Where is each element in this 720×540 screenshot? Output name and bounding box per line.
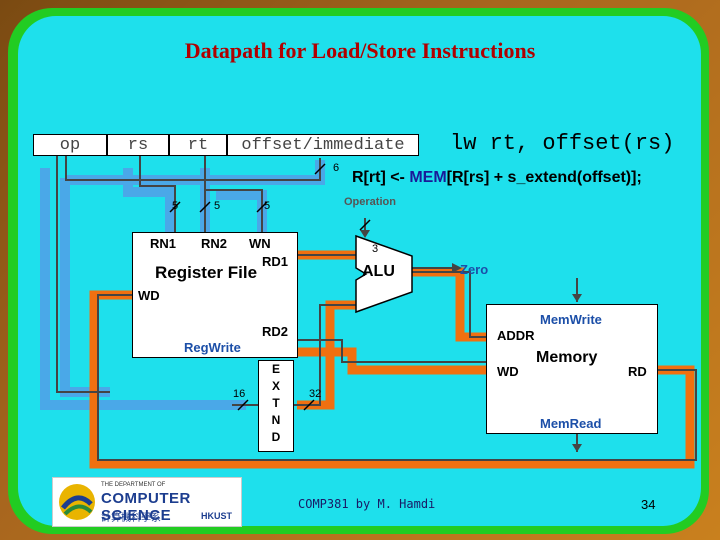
regfile-wn: WN [249,236,271,251]
logo-line2: COMPUTER SCIENCE [101,490,191,524]
width-aluop: 3 [372,243,379,255]
width-op: 6 [333,162,340,174]
regfile-rd2: RD2 [262,324,289,339]
equation-prefix: R[rt] <- [352,169,410,186]
regfile-name: Register File [155,263,258,282]
ext-letter-n: N [271,413,281,427]
width-wn: 5 [264,200,271,212]
ext-letter-t: T [272,396,280,410]
page-number: 34 [641,497,656,512]
ext-letter-d: D [271,430,281,444]
width-ext-out: 32 [309,388,322,400]
memory-memread: MemRead [540,416,602,431]
regfile-wd: WD [138,288,160,303]
thin-wires [56,154,697,461]
ext-letter-x: X [271,379,280,393]
alu-body [355,234,413,314]
imm-path-blue [40,168,246,410]
memory-wd: WD [497,364,519,379]
logo-line1: THE DEPARTMENT OF [101,482,166,488]
sign-extend-unit: E X T N D [258,360,294,452]
memory-addr: ADDR [497,328,535,343]
footer-credit: COMP381 by M. Hamdi [298,497,436,511]
hkust-cs-logo: THE DEPARTMENT OF COMPUTER SCIENCE 計算機科學… [52,477,242,527]
width-rt: 5 [214,200,221,212]
logo-line4: HKUST [201,511,232,521]
alu-zero: Zero [460,262,489,277]
data-memory [486,304,658,434]
left-blue-loop [60,178,110,397]
regfile-regwrite: RegWrite [184,340,241,355]
slide-title: Datapath for Load/Store Instructions [184,38,536,63]
regfile-rn1: RN1 [150,236,177,251]
regfile-rn2: RN2 [201,236,228,251]
memory-name: Memory [536,349,598,366]
field-rt: rt [169,134,227,156]
logo-mark-icon [59,484,95,520]
alu-name: ALU [362,263,395,280]
logo-line3: 計算機科學系 [101,513,161,524]
memory-rd: RD [628,364,647,379]
wn-path-blue [216,190,267,232]
equation-suffix: [R[rs] + s_extend(offset)]; [446,169,642,186]
instruction-text: lw rt, offset(rs) [450,131,675,156]
alu-operation: Operation [344,196,396,208]
regfile-rd1: RD1 [262,254,289,269]
field-rs: rs [107,134,169,156]
arrowheads [360,230,582,452]
equation-mem: MEM [409,169,447,186]
op-path-blue [65,160,325,185]
field-offset: offset/immediate [227,134,419,156]
alu-to-addr [412,267,486,342]
register-file [132,232,298,358]
width-rs: 5 [172,200,179,212]
field-op: op [33,134,107,156]
memory-memwrite: MemWrite [540,312,602,327]
rtl-equation: R[rt] <- MEM[R[rs] + s_extend(offset)]; [352,169,642,187]
slide-panel [18,16,701,526]
ext-letter-e: E [271,362,280,376]
width-ext-in: 16 [233,388,246,400]
bus-slashes [169,163,371,411]
